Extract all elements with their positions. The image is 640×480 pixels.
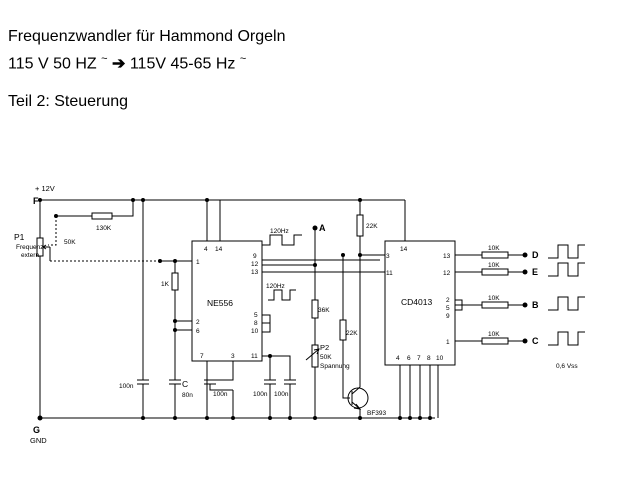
cd4013-pin-5: 5 — [446, 305, 450, 312]
freq-label-1: 120Hz — [270, 228, 289, 235]
cd4013-pin-12: 12 — [443, 270, 451, 277]
ne556-pin-4: 4 — [204, 246, 208, 253]
cd4013-pin-14: 14 — [400, 246, 408, 253]
r-130k-label: 130K — [96, 225, 112, 232]
r-1k-label: 1K — [161, 281, 170, 288]
title-input-spec: 115 V 50 HZ — [8, 55, 97, 73]
r-10k-d-label: 10K — [488, 245, 500, 252]
wires — [39, 199, 585, 419]
node-e: E — [532, 267, 538, 277]
ne556-ic — [191, 240, 263, 362]
cd4013-pin-1: 1 — [446, 339, 450, 346]
potentiometer-p1 — [36, 237, 51, 261]
resistor-10k-d — [481, 251, 509, 259]
cd4013-pin-6: 6 — [407, 355, 411, 362]
cd4013-pin-10: 10 — [436, 355, 444, 362]
capacitors — [137, 379, 296, 391]
arrow-icon: ➔ — [111, 55, 126, 73]
node-d: D — [532, 250, 539, 260]
ne556-pin-7: 7 — [200, 353, 204, 360]
cd4013-pin-4: 4 — [396, 355, 400, 362]
c-100n-a-label: 100n — [213, 391, 228, 398]
cd4013-pin-11: 11 — [386, 270, 393, 277]
c-100n-b-label: 100n — [253, 391, 268, 398]
resistor-22k-mid — [339, 319, 347, 341]
p2-value: 50K — [320, 354, 332, 361]
r-10k-e-label: 10K — [488, 262, 500, 269]
title-line-2: 115 V 50 HZ ~ ➔ 115V 45-65 Hz ~ — [8, 50, 246, 73]
ne556-pin-2: 2 — [196, 319, 200, 326]
cd4013-pin-8: 8 — [427, 355, 431, 362]
resistor-10k-e — [481, 268, 509, 276]
resistor-130k — [91, 212, 113, 220]
ne556-pin-10: 10 — [251, 328, 259, 335]
cd4013-pin-13: 13 — [443, 253, 451, 260]
r-10k-b-label: 10K — [488, 295, 500, 302]
r-22k-mid-label: 22K — [346, 330, 358, 337]
title-line-3: Teil 2: Steuerung — [8, 93, 129, 110]
resistor-22k-top — [356, 214, 364, 237]
cd4013-pin-3: 3 — [386, 253, 390, 260]
p2-note: Spannung — [320, 363, 350, 370]
c-value: 80n — [182, 392, 193, 399]
tilde-symbol-2: ~ — [239, 53, 247, 65]
resistor-10k-c — [481, 337, 509, 345]
r-36k-label: 36K — [318, 307, 330, 314]
r-10k-c-label: 10K — [488, 331, 500, 338]
p1-name: P1 — [14, 232, 25, 242]
potentiometer-p2 — [305, 344, 320, 368]
tilde-symbol: ~ — [101, 53, 108, 65]
node-a: A — [319, 223, 326, 233]
ne556-pin-9: 9 — [253, 253, 257, 260]
c-100n-c-label: 100n — [274, 391, 289, 398]
cd4013-pin-2: 2 — [446, 297, 450, 304]
ne556-name: NE556 — [207, 298, 233, 308]
ne556-pin-5: 5 — [254, 312, 258, 319]
title-line-1: Frequenzwandler für Hammond Orgeln — [8, 28, 286, 45]
c-100n-left-label: 100n — [119, 383, 134, 390]
transistor-label: BF393 — [367, 410, 387, 417]
p1-value: 50K — [64, 239, 76, 246]
plus-12v-label: + 12V — [35, 184, 55, 193]
ne556-pin-1: 1 — [196, 259, 200, 266]
ne556-pin-12: 12 — [251, 261, 259, 268]
transistor-bf393 — [347, 385, 369, 410]
node-f: F — [33, 196, 39, 206]
cd4013-pin-7: 7 — [417, 355, 421, 362]
p1-note-1: Frequenz — [16, 244, 43, 251]
ne556-pin-3: 3 — [231, 353, 235, 360]
ne556-pin-13: 13 — [251, 269, 259, 276]
resistor-10k-b — [481, 301, 509, 309]
gnd-label: GND — [30, 436, 47, 445]
cd4013-pin-9: 9 — [446, 313, 450, 320]
node-b: B — [532, 300, 539, 310]
cd4013-ic — [384, 240, 456, 366]
vss-label: 0,6 Vss — [556, 363, 578, 370]
ne556-pin-8: 8 — [254, 320, 258, 327]
node-g: G — [33, 425, 40, 435]
freq-label-2: 120Hz — [266, 283, 285, 290]
c-name: C — [182, 379, 188, 389]
p1-note-2: extern — [21, 252, 39, 259]
r-22k-top-label: 22K — [366, 223, 378, 230]
ne556-pin-6: 6 — [196, 328, 200, 335]
node-c: C — [532, 336, 539, 346]
p2-name: P2 — [320, 343, 329, 352]
cd4013-name: CD4013 — [401, 297, 432, 307]
resistor-1k — [171, 272, 179, 291]
ne556-pin-11: 11 — [251, 353, 258, 360]
resistor-36k — [311, 299, 319, 319]
title-output-spec: 115V 45-65 Hz — [129, 55, 236, 73]
junction-dots — [37, 198, 528, 421]
ne556-pin-14: 14 — [215, 246, 223, 253]
